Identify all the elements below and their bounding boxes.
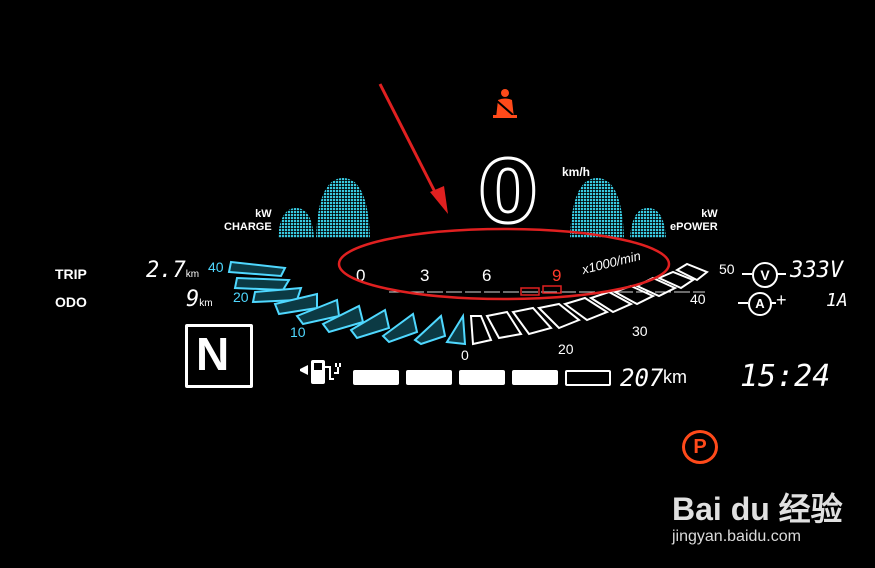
odo-readout: 9km (186, 287, 213, 312)
current-icon-letter: A (755, 296, 765, 311)
power-scale-right-50: 50 (719, 261, 735, 277)
fuel-plug-icon (300, 360, 341, 384)
rpm-tick-0: 0 (356, 266, 366, 285)
power-scale-left-10: 10 (290, 324, 306, 340)
speed-unit: km/h (562, 165, 591, 179)
parking-brake-icon: P (682, 430, 718, 464)
range-value: 207 (620, 364, 664, 392)
battery-bar-4 (512, 370, 558, 385)
charge-label: CHARGE (224, 221, 272, 233)
power-scale-right-30: 30 (632, 323, 648, 339)
power-scale-left-20: 20 (233, 289, 249, 305)
epower-unit: kW (701, 208, 718, 220)
gear-indicator-frame (185, 324, 253, 388)
current-dash-right (770, 302, 776, 304)
rpm-tick-9: 9 (552, 266, 562, 285)
odo-value: 9 (186, 287, 200, 312)
power-arc-gauge (227, 260, 709, 346)
charge-power-graph (278, 178, 370, 238)
watermark-url: jingyan.baidu.com (672, 528, 801, 545)
speed-readout: 0 (477, 143, 540, 243)
charge-unit: kW (255, 208, 272, 220)
rpm-tick-3: 3 (420, 266, 430, 285)
power-scale-left-40: 40 (208, 259, 224, 275)
epower-label-group: kW ePOWER (670, 208, 718, 234)
gear-indicator: N (196, 328, 230, 380)
range-unit: km (663, 367, 687, 387)
voltage-icon-letter: V (760, 267, 770, 283)
trip-readout: 2.7km (146, 258, 199, 283)
trip-value: 2.7 (146, 258, 186, 283)
trip-unit: km (185, 269, 200, 280)
charge-label-group: kW CHARGE (224, 208, 272, 234)
battery-bar-5 (565, 370, 611, 386)
battery-bar-2 (406, 370, 452, 385)
seatbelt-warning-icon (493, 89, 517, 118)
voltage-value: 333V (790, 258, 843, 283)
current-value: 1A (826, 290, 848, 311)
current-sign: + (776, 290, 787, 310)
odo-label: ODO (55, 294, 87, 310)
epower-label: ePOWER (670, 221, 718, 233)
trip-label: TRIP (55, 266, 87, 282)
battery-bar-1 (353, 370, 399, 385)
current-icon: A (748, 292, 772, 316)
epower-graph (570, 178, 666, 238)
watermark-brand: Bai du 经验 (672, 491, 843, 527)
annotation-arrow (378, 83, 448, 214)
parking-brake-letter: P (693, 436, 707, 458)
power-scale-right-20: 20 (558, 341, 574, 357)
rpm-tick-6: 6 (482, 266, 492, 285)
clock: 15:24 (740, 359, 831, 394)
voltage-dash-right (776, 273, 786, 275)
annotation-ellipse (337, 227, 671, 301)
odo-unit: km (199, 298, 213, 309)
battery-bar-3 (459, 370, 505, 385)
power-scale-zero: 0 (461, 347, 469, 363)
voltage-dash-left (742, 273, 752, 275)
voltage-icon: V (752, 262, 778, 288)
current-dash-left (738, 302, 748, 304)
power-scale-right-40: 40 (690, 291, 706, 307)
